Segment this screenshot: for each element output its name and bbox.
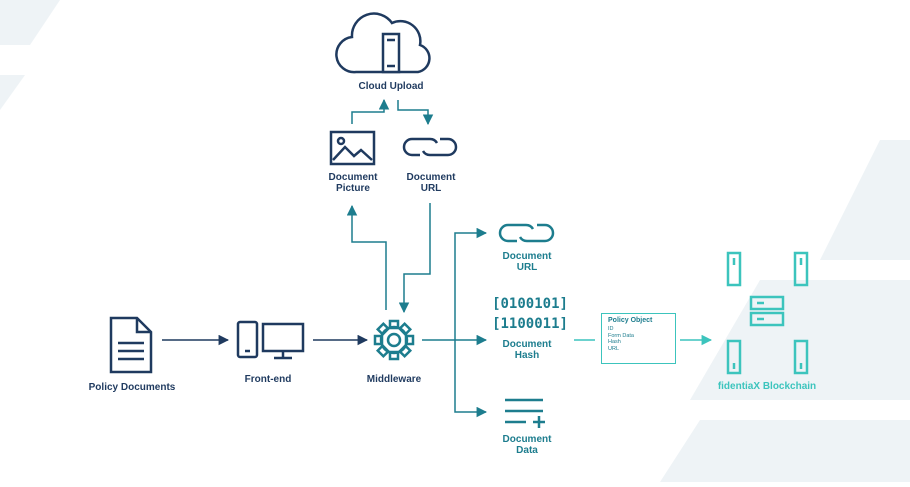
document-url-right-label-line2: URL [516, 262, 538, 273]
binary-line-1: [0100101] [492, 296, 568, 312]
document-data-label: Document Data [467, 434, 587, 456]
blockchain-nodes-icon [726, 251, 809, 375]
policy-object-box: Policy Object ID Form Data Hash URL [601, 313, 676, 364]
document-url-right-label: Document URL [467, 251, 587, 273]
policy-field-url: URL [608, 345, 620, 352]
document-url-top-label: Document URL [371, 172, 491, 194]
connectors [162, 98, 713, 418]
front-end-label: Front-end [244, 374, 292, 385]
binary-line-2: [1100011] [492, 316, 568, 332]
policy-object-title: Policy Object [608, 317, 653, 324]
document-hash-label: Document Hash [467, 339, 587, 361]
blockchain-label: fidentiaX Blockchain [717, 381, 817, 392]
policy-documents-label: Policy Documents [88, 382, 176, 393]
binary-hash-text: [0100101] [1100011] [480, 294, 580, 334]
list-plus-icon [505, 398, 545, 428]
policy-field-id: ID [608, 326, 614, 332]
image-icon [329, 130, 376, 166]
document-hash-label-line2: Hash [514, 350, 540, 361]
document-url-right-label-line1: Document [502, 251, 552, 262]
mobile-desktop-icon [236, 320, 305, 360]
document-url-top-label-line2: URL [420, 183, 442, 194]
document-picture-label-line1: Document [328, 172, 378, 183]
document-icon [109, 316, 153, 374]
policy-field-form-data: Form Data [608, 332, 634, 339]
middleware-label: Middleware [366, 374, 422, 385]
document-hash-label-line1: Document [502, 339, 552, 350]
cloud-server-icon [335, 12, 431, 74]
document-data-label-line1: Document [502, 434, 552, 445]
document-url-top-label-line1: Document [406, 172, 456, 183]
cloud-upload-label: Cloud Upload [358, 81, 424, 92]
document-picture-label-line2: Picture [336, 183, 370, 194]
document-data-label-line2: Data [516, 445, 538, 456]
policy-field-hash: Hash [608, 339, 621, 345]
link-icon-right [498, 223, 555, 243]
gear-icon [373, 319, 415, 361]
link-icon [402, 137, 458, 157]
document-picture-label: Document Picture [293, 172, 413, 194]
